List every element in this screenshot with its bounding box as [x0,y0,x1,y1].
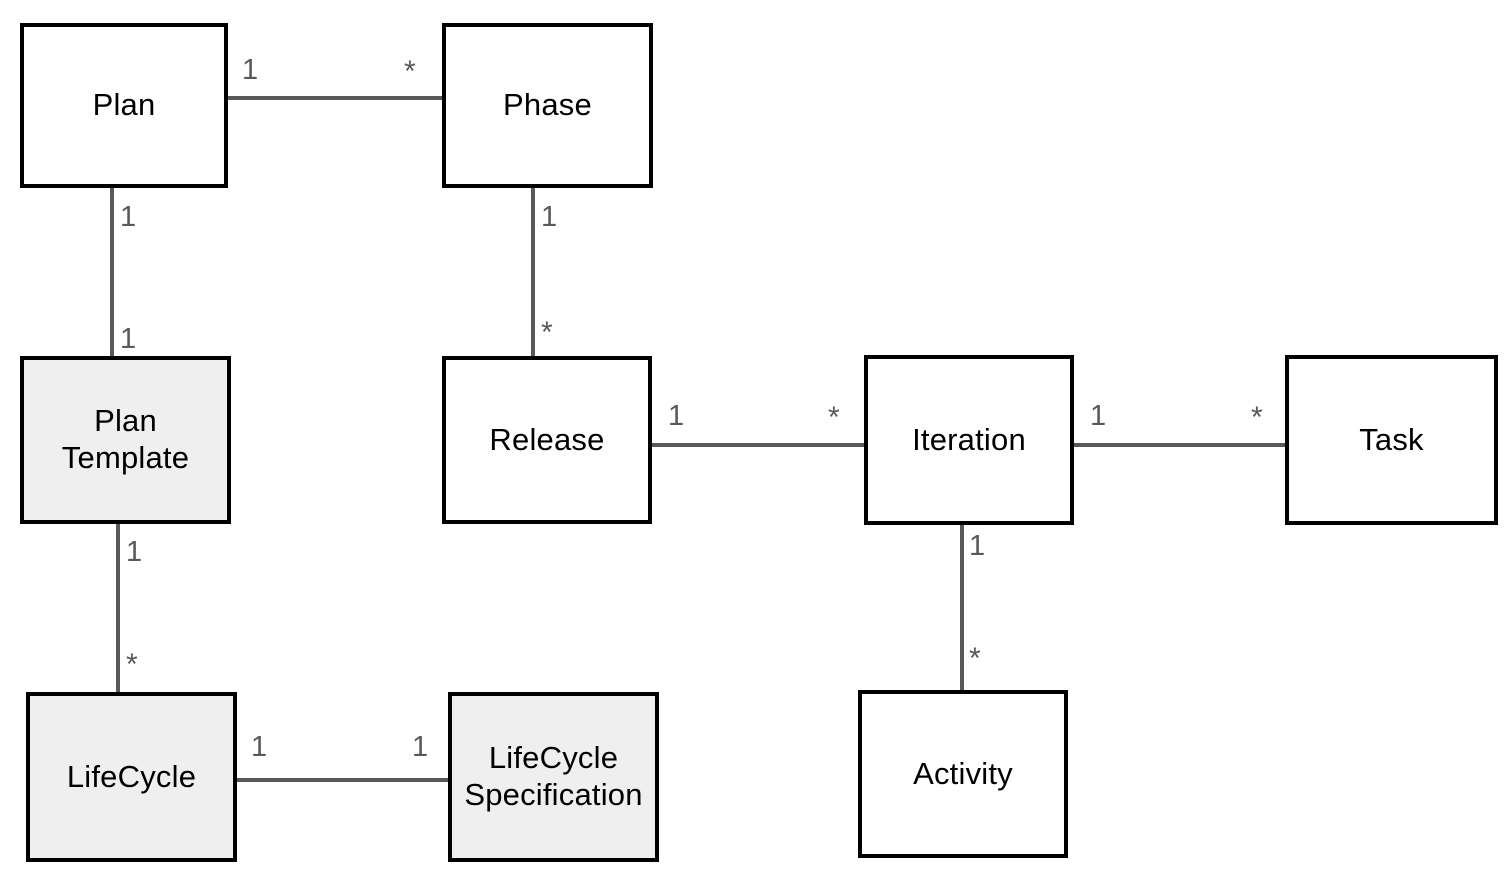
multiplicity-plan-phase-to: * [404,55,416,88]
class-label-phase: Phase [503,87,592,123]
class-label-plan-template: Plan Template [61,403,190,475]
class-label-iteration: Iteration [912,421,1026,457]
multiplicity-phase-release-to: * [541,316,553,349]
connector-plan-phase [226,96,444,100]
class-label-release: Release [489,421,605,457]
class-label-plan: Plan [92,87,156,123]
multiplicity-iteration-activity-to: * [969,642,981,675]
class-label-task: Task [1359,421,1424,457]
connector-lifecycle-lifecyclespec [235,778,450,782]
multiplicity-lifecycle-lifecyclespec-to: 1 [412,731,429,763]
connector-iteration-activity [960,523,964,692]
class-box-phase[interactable]: Phase [442,23,653,188]
class-box-lifecycle[interactable]: LifeCycle [26,692,237,862]
class-box-release[interactable]: Release [442,356,652,524]
multiplicity-iteration-task-from: 1 [1090,400,1107,432]
class-label-lifecycle-specification: LifeCycle Specification [464,740,643,812]
multiplicity-iteration-task-to: * [1251,401,1263,434]
multiplicity-plan-plantemplate-to: 1 [120,323,137,355]
class-box-lifecycle-specification[interactable]: LifeCycle Specification [448,692,659,862]
class-label-lifecycle: LifeCycle [66,758,197,794]
multiplicity-plan-phase-from: 1 [242,54,259,86]
class-box-task[interactable]: Task [1285,355,1498,525]
class-box-iteration[interactable]: Iteration [864,355,1074,525]
multiplicity-plantemplate-lifecycle-to: * [126,648,138,681]
multiplicity-plantemplate-lifecycle-from: 1 [126,536,143,568]
connector-phase-release [531,186,535,358]
connector-iteration-task [1072,443,1287,447]
multiplicity-iteration-activity-from: 1 [969,530,986,562]
connector-plantemplate-lifecycle [116,522,120,694]
class-label-activity: Activity [913,755,1013,791]
multiplicity-release-iteration-from: 1 [668,400,685,432]
connector-plan-plantemplate [110,186,114,358]
multiplicity-release-iteration-to: * [828,401,840,434]
class-box-activity[interactable]: Activity [858,690,1068,858]
class-box-plan-template[interactable]: Plan Template [20,356,231,524]
multiplicity-lifecycle-lifecyclespec-from: 1 [251,731,268,763]
multiplicity-phase-release-from: 1 [541,201,558,233]
connector-release-iteration [650,443,866,447]
multiplicity-plan-plantemplate-from: 1 [120,201,137,233]
class-box-plan[interactable]: Plan [20,23,228,188]
